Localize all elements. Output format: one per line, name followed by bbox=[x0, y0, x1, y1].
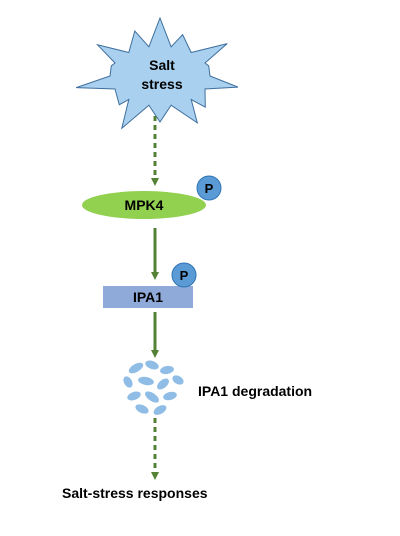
degradation-fragment bbox=[123, 376, 133, 388]
degradation-fragment bbox=[157, 378, 169, 390]
salt-stress-burst-shape bbox=[76, 16, 239, 130]
ipa1-degradation-fragments bbox=[123, 360, 184, 415]
degradation-fragment bbox=[163, 391, 177, 401]
ipa1-phosphate-circle bbox=[171, 262, 197, 288]
mpk4-node: MPK4 P bbox=[82, 175, 222, 219]
salt-stress-node: Salt stress bbox=[76, 16, 239, 130]
mpk4-label: MPK4 bbox=[125, 197, 164, 213]
ipa1-node: IPA1 P bbox=[103, 262, 197, 308]
ipa1-degradation-label: IPA1 degradation bbox=[198, 383, 312, 399]
degradation-fragment bbox=[145, 391, 159, 403]
mpk4-ellipse bbox=[82, 191, 206, 219]
degradation-fragment bbox=[145, 360, 159, 370]
degradation-fragment bbox=[127, 391, 141, 401]
ipa1-box bbox=[103, 286, 193, 308]
degradation-fragment bbox=[128, 362, 144, 374]
degradation-fragment bbox=[160, 365, 174, 375]
degradation-fragment bbox=[138, 376, 154, 386]
salt-stress-responses-label: Salt-stress responses bbox=[62, 485, 208, 501]
mpk4-phosphate-label: P bbox=[205, 181, 214, 196]
degradation-fragment bbox=[172, 375, 184, 385]
salt-stress-label-line1: Salt bbox=[149, 57, 175, 73]
salt-stress-label-line2: stress bbox=[141, 76, 182, 92]
mpk4-phosphate-circle bbox=[196, 175, 222, 201]
degradation-fragment bbox=[153, 405, 167, 415]
degradation-fragment bbox=[135, 404, 149, 414]
ipa1-label: IPA1 bbox=[133, 289, 163, 305]
ipa1-phosphate-label: P bbox=[180, 268, 189, 283]
